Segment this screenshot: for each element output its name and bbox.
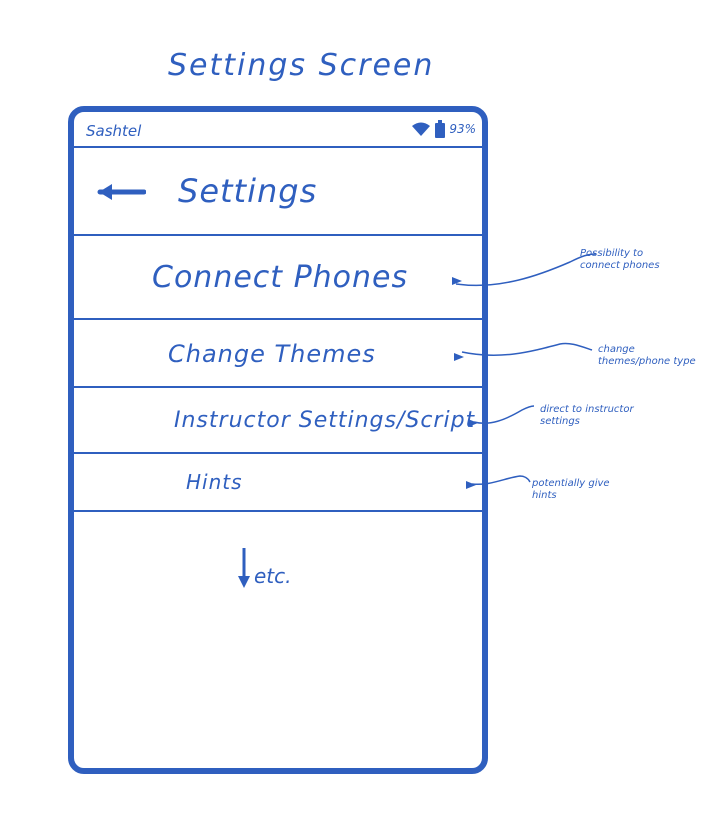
menu-item-label: Instructor Settings/Script [174,408,476,433]
down-arrow-icon [238,548,250,588]
status-bar: Sashtel 93% [74,112,482,148]
menu-item-label: Change Themes [168,340,376,368]
header: Settings [74,148,482,236]
pointer-icon [454,353,464,361]
more-items-text: etc. [254,564,292,588]
pointer-icon [466,481,476,489]
carrier-name: Sashtel [86,122,142,140]
status-icons: 93% [411,120,476,138]
wifi-icon [412,122,431,136]
menu-item-hints[interactable]: Hints [74,454,482,512]
page-title: Settings [178,172,318,210]
menu-item-label: Connect Phones [152,260,409,295]
battery-icon [435,120,446,138]
sketch-title: Settings Screen [168,48,435,83]
pointer-icon [468,419,478,427]
menu-item-change-themes[interactable]: Change Themes [74,320,482,388]
annotation-connect-phones: Possibility to connect phones [580,248,660,271]
annotation-change-themes: change themes/phone type [598,344,696,367]
battery-percentage: 93% [449,122,476,136]
annotation-hints: potentially give hints [532,478,610,501]
back-arrow-icon[interactable] [96,182,146,202]
more-items-indicator: etc. [238,548,292,588]
phone-frame: Sashtel 93% Settings Connect Phones Chan… [68,106,488,774]
menu-item-label: Hints [186,470,243,494]
menu-item-instructor-settings[interactable]: Instructor Settings/Script [74,388,482,454]
pointer-icon [452,277,462,285]
annotation-instructor-settings: direct to instructor settings [540,404,634,427]
menu-item-connect-phones[interactable]: Connect Phones [74,236,482,320]
